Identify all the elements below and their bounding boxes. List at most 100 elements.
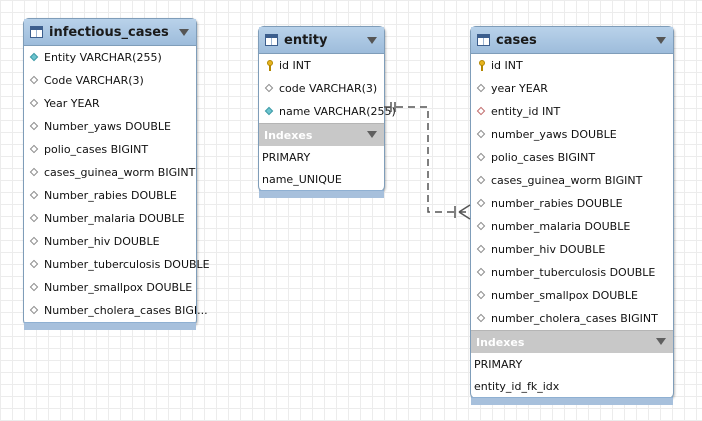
- index-row[interactable]: entity_id_fk_idx: [474, 379, 560, 393]
- column-row[interactable]: polio_cases BIGINT: [24, 138, 196, 161]
- column-icon: [29, 282, 40, 293]
- table-header[interactable]: infectious_cases: [24, 19, 196, 46]
- table-footer: [259, 190, 384, 198]
- column-icon: [29, 305, 40, 316]
- column-row[interactable]: id INT: [259, 54, 384, 77]
- column-row[interactable]: name VARCHAR(255): [259, 100, 396, 123]
- column-icon: [476, 290, 487, 301]
- column-label: name VARCHAR(255): [279, 105, 396, 118]
- table-header[interactable]: cases: [471, 27, 673, 54]
- column-row[interactable]: Number_rabies DOUBLE: [24, 184, 196, 207]
- indexes-caret-icon[interactable]: [367, 131, 377, 138]
- column-row[interactable]: number_tuberculosis DOUBLE: [471, 261, 673, 284]
- column-row[interactable]: Number_yaws DOUBLE: [24, 115, 196, 138]
- column-icon: [29, 144, 40, 155]
- relationship-line[interactable]: [384, 106, 470, 213]
- collapse-caret-icon[interactable]: [656, 37, 666, 44]
- column-icon: [476, 267, 487, 278]
- column-label: number_smallpox DOUBLE: [491, 289, 638, 302]
- table-infectious-cases[interactable]: infectious_cases Entity VARCHAR(255) Code…: [23, 18, 210, 330]
- column-row[interactable]: cases_guinea_worm BIGINT: [24, 161, 196, 184]
- column-label: number_rabies DOUBLE: [491, 197, 623, 210]
- column-label: number_cholera_cases BIGINT: [491, 312, 658, 325]
- column-icon: [29, 121, 40, 132]
- indexed-column-icon: [264, 106, 275, 117]
- column-label: cases_guinea_worm BIGINT: [44, 166, 196, 179]
- column-row[interactable]: Number_tuberculosis DOUBLE: [24, 253, 210, 276]
- many-end-marker-icon: [454, 204, 471, 220]
- column-label: polio_cases BIGINT: [491, 151, 596, 164]
- column-icon: [476, 152, 487, 163]
- column-row[interactable]: Entity VARCHAR(255): [24, 46, 196, 69]
- column-label: Number_smallpox DOUBLE: [44, 281, 193, 294]
- table-footer: [24, 322, 196, 330]
- indexes-label: Indexes: [476, 335, 525, 349]
- column-label: Number_rabies DOUBLE: [44, 189, 177, 202]
- column-row[interactable]: entity_id INT: [471, 100, 673, 123]
- column-row[interactable]: number_cholera_cases BIGINT: [471, 307, 673, 330]
- table-icon: [30, 26, 43, 38]
- column-row[interactable]: polio_cases BIGINT: [471, 146, 673, 169]
- primary-key-icon: [264, 60, 275, 71]
- column-list: id INT code VARCHAR(3) name VARCHAR(255): [259, 54, 396, 123]
- column-row[interactable]: number_smallpox DOUBLE: [471, 284, 673, 307]
- index-row[interactable]: PRIMARY: [474, 357, 523, 371]
- column-icon: [476, 244, 487, 255]
- indexes-header[interactable]: Indexes: [471, 330, 673, 353]
- column-icon: [29, 98, 40, 109]
- column-label: Code VARCHAR(3): [44, 74, 144, 87]
- column-row[interactable]: Year YEAR: [24, 92, 196, 115]
- column-row[interactable]: Code VARCHAR(3): [24, 69, 196, 92]
- column-label: Year YEAR: [44, 97, 100, 110]
- column-row[interactable]: year YEAR: [471, 77, 673, 100]
- indexes-label: Indexes: [264, 128, 313, 142]
- column-row[interactable]: cases_guinea_worm BIGINT: [471, 169, 673, 192]
- column-label: Number_yaws DOUBLE: [44, 120, 171, 133]
- column-label: number_malaria DOUBLE: [491, 220, 631, 233]
- index-row[interactable]: name_UNIQUE: [262, 172, 342, 186]
- column-label: Number_tuberculosis DOUBLE: [44, 258, 210, 271]
- column-label: id INT: [491, 59, 523, 72]
- column-icon: [476, 313, 487, 324]
- column-icon: [476, 221, 487, 232]
- column-label: year YEAR: [491, 82, 548, 95]
- column-label: number_hiv DOUBLE: [491, 243, 606, 256]
- column-list: id INT year YEAR entity_id INT number_yaws …: [471, 54, 673, 330]
- column-row[interactable]: Number_smallpox DOUBLE: [24, 276, 196, 299]
- column-icon: [29, 236, 40, 247]
- table-title: cases: [496, 32, 537, 48]
- column-icon: [476, 83, 487, 94]
- indexes-header[interactable]: Indexes: [259, 123, 384, 146]
- column-label: code VARCHAR(3): [279, 82, 378, 95]
- column-row[interactable]: Number_cholera_cases BIGI...: [24, 299, 208, 322]
- index-row[interactable]: PRIMARY: [262, 150, 311, 164]
- column-row[interactable]: number_malaria DOUBLE: [471, 215, 673, 238]
- column-label: Number_hiv DOUBLE: [44, 235, 160, 248]
- indexed-column-icon: [29, 52, 40, 63]
- collapse-caret-icon[interactable]: [367, 37, 377, 44]
- column-row[interactable]: number_rabies DOUBLE: [471, 192, 673, 215]
- collapse-caret-icon[interactable]: [179, 29, 189, 36]
- column-list: Entity VARCHAR(255) Code VARCHAR(3) Year Y…: [24, 46, 210, 322]
- column-row[interactable]: number_yaws DOUBLE: [471, 123, 673, 146]
- table-cases[interactable]: cases id INT year YEAR entity_id INT number…: [470, 26, 674, 405]
- indexes-caret-icon[interactable]: [656, 338, 666, 345]
- table-footer: [471, 397, 673, 405]
- column-label: Entity VARCHAR(255): [44, 51, 162, 64]
- column-icon: [29, 190, 40, 201]
- column-label: number_yaws DOUBLE: [491, 128, 617, 141]
- column-label: polio_cases BIGINT: [44, 143, 149, 156]
- column-icon: [29, 259, 40, 270]
- column-row[interactable]: number_hiv DOUBLE: [471, 238, 673, 261]
- column-row[interactable]: Number_hiv DOUBLE: [24, 230, 196, 253]
- column-label: Number_malaria DOUBLE: [44, 212, 185, 225]
- foreign-key-icon: [476, 106, 487, 117]
- table-entity[interactable]: entity id INT code VARCHAR(3) name VARCHAR…: [258, 26, 396, 198]
- column-row[interactable]: id INT: [471, 54, 673, 77]
- column-icon: [476, 129, 487, 140]
- column-icon: [476, 175, 487, 186]
- table-header[interactable]: entity: [259, 27, 384, 54]
- column-icon: [29, 167, 40, 178]
- column-row[interactable]: Number_malaria DOUBLE: [24, 207, 196, 230]
- column-row[interactable]: code VARCHAR(3): [259, 77, 384, 100]
